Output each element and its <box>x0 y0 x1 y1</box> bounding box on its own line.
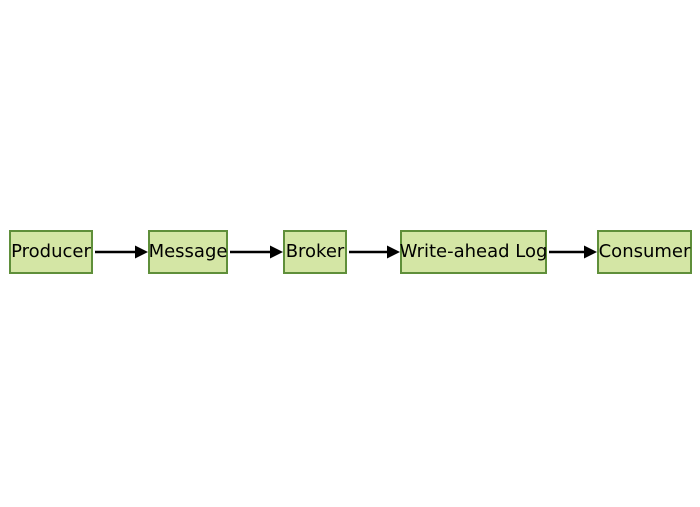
node-write-ahead-log-label: Write-ahead Log <box>399 241 548 262</box>
node-consumer-label: Consumer <box>598 241 691 262</box>
arrow-wal-to-consumer <box>549 245 597 259</box>
arrow-broker-to-wal <box>349 245 400 259</box>
node-write-ahead-log: Write-ahead Log <box>400 230 547 274</box>
node-producer-label: Producer <box>11 241 91 262</box>
arrow-message-to-broker <box>230 245 283 259</box>
arrow-producer-to-message <box>95 245 148 259</box>
node-broker: Broker <box>283 230 347 274</box>
node-producer: Producer <box>9 230 93 274</box>
node-consumer: Consumer <box>597 230 692 274</box>
node-message: Message <box>148 230 228 274</box>
node-broker-label: Broker <box>285 241 345 262</box>
node-message-label: Message <box>148 241 228 262</box>
